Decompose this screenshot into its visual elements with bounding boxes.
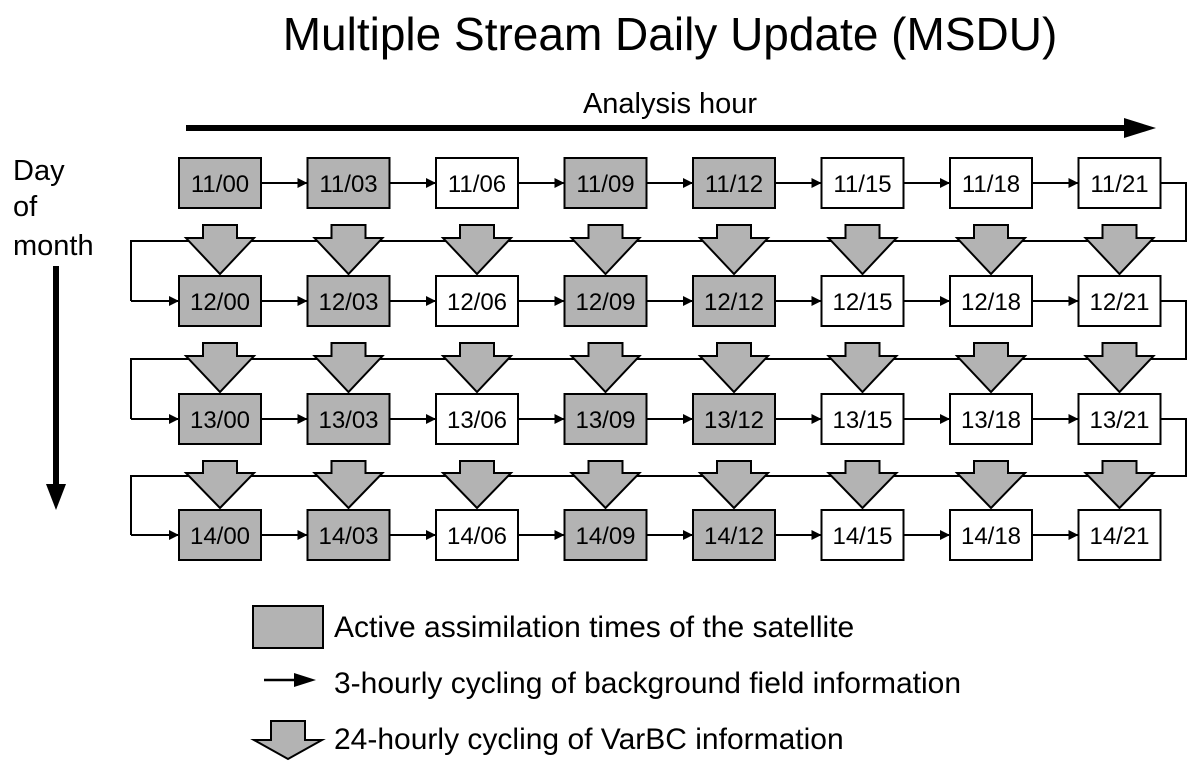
cycle-box-13-21 [1077,393,1162,445]
cycle-box-13-18 [949,393,1033,445]
cycle-label-14-09: 14/09 [575,523,635,550]
cycle-label-13-09: 13/09 [575,407,635,434]
varbc-arrow-13-18 [954,460,1028,510]
day-of-month-label-line-2: of [13,191,38,223]
cycle-box-12-03 [306,275,391,327]
cycle-grid: 11/00 11/03 11/06 11/09 11/12 11/15 11/18 11/21… [130,157,1187,561]
cycle-label-11-21: 11/21 [1090,171,1148,198]
legend-block-arrow-icon [250,720,326,761]
cycle-box-11-15 [820,157,905,209]
legend: Active assimilation times of the satelli… [250,605,961,761]
day-of-month-arrow [46,266,66,510]
cycle-box-11-18 [949,157,1033,209]
row-connector-13 [130,418,1187,535]
varbc-arrow-12-15 [826,342,899,394]
varbc-arrow-12-06 [440,342,514,394]
varbc-arrow-11-18 [954,224,1028,276]
varbc-arrow-11-21 [1083,224,1156,276]
cycle-label-14-12: 14/12 [704,523,764,550]
varbc-arrow-13-12 [697,460,771,510]
varbc-arrow-13-15 [826,460,899,510]
varbc-arrow-13-09 [569,460,642,510]
cycle-box-11-06 [435,157,519,209]
row-connector-12 [130,300,1187,419]
cycle-label-14-18: 14/18 [961,523,1021,550]
cycle-label-12-06: 12/06 [447,289,507,316]
analysis-hour-label: Analysis hour [583,88,757,120]
varbc-arrow-12-03 [312,342,385,394]
cycle-label-13-21: 13/21 [1089,407,1149,434]
cycle-box-12-18 [949,275,1033,327]
cycle-label-13-00: 13/00 [190,407,250,434]
cycle-label-11-03: 11/03 [319,171,377,198]
day-of-month-label: Day of month [13,155,94,262]
varbc-arrow-11-00 [183,224,257,276]
cycle-box-11-12 [692,157,776,209]
varbc-arrow-12-18 [954,342,1028,394]
varbc-arrow-12-00 [183,342,257,394]
cycle-label-11-06: 11/06 [448,171,506,198]
varbc-arrow-12-09 [569,342,642,394]
cycle-label-11-12: 11/12 [705,171,763,198]
cycle-box-12-00 [178,275,262,327]
cycle-label-14-03: 14/03 [318,523,378,550]
cycle-label-12-03: 12/03 [318,289,378,316]
day-of-month-label-line-1: Day [13,155,65,187]
varbc-arrow-12-12 [697,342,771,394]
legend-block-arrow-label: 24-hourly cycling of VarBC information [334,723,844,756]
cycle-label-12-12: 12/12 [704,289,764,316]
day-of-month-label-line-3: month [13,230,94,262]
cycle-label-13-18: 13/18 [961,407,1021,434]
cycle-box-11-03 [306,157,391,209]
cycle-label-12-21: 12/21 [1089,289,1149,316]
cycle-box-14-21 [1077,509,1162,561]
legend-arrow-label: 3-hourly cycling of background field inf… [334,667,961,700]
cycle-label-14-00: 14/00 [190,523,250,550]
cycle-label-14-21: 14/21 [1089,523,1149,550]
cycle-label-11-18: 11/18 [962,171,1020,198]
varbc-arrow-13-21 [1083,460,1156,510]
cycle-box-12-15 [820,275,905,327]
cycle-label-12-15: 12/15 [832,289,892,316]
varbc-arrow-11-06 [440,224,514,276]
cycle-box-13-00 [178,393,262,445]
cycle-label-11-00: 11/00 [191,171,249,198]
cycle-box-13-12 [692,393,776,445]
cycle-box-12-21 [1077,275,1162,327]
cycle-label-14-06: 14/06 [447,523,507,550]
varbc-arrow-11-15 [826,224,899,276]
cycle-box-12-09 [563,275,648,327]
cycle-label-13-06: 13/06 [447,407,507,434]
legend-active-label: Active assimilation times of the satelli… [334,611,854,644]
varbc-arrow-11-03 [312,224,385,276]
cycle-box-12-06 [435,275,519,327]
varbc-arrow-12-21 [1083,342,1156,394]
analysis-hour-arrow [186,118,1156,138]
cycle-box-14-00 [178,509,262,561]
varbc-arrow-13-03 [312,460,385,510]
cycle-box-13-06 [435,393,519,445]
cycle-box-14-12 [692,509,776,561]
varbc-arrow-11-12 [697,224,771,276]
legend-active-swatch [252,605,324,649]
cycle-label-13-15: 13/15 [832,407,892,434]
cycle-label-11-09: 11/09 [576,171,634,198]
cycle-label-11-15: 11/15 [833,171,891,198]
cycle-label-14-15: 14/15 [832,523,892,550]
cycle-box-12-12 [692,275,776,327]
legend-arrow-icon [264,673,316,687]
row-connector-11 [130,182,1187,301]
varbc-arrow-13-06 [440,460,514,510]
diagram-title: Multiple Stream Daily Update (MSDU) [283,8,1058,60]
varbc-arrow-13-00 [183,460,257,510]
cycle-label-12-09: 12/09 [575,289,635,316]
cycle-label-13-03: 13/03 [318,407,378,434]
varbc-arrow-11-09 [569,224,642,276]
cycle-label-12-00: 12/00 [190,289,250,316]
cycle-label-13-12: 13/12 [704,407,764,434]
cycle-label-12-18: 12/18 [961,289,1021,316]
